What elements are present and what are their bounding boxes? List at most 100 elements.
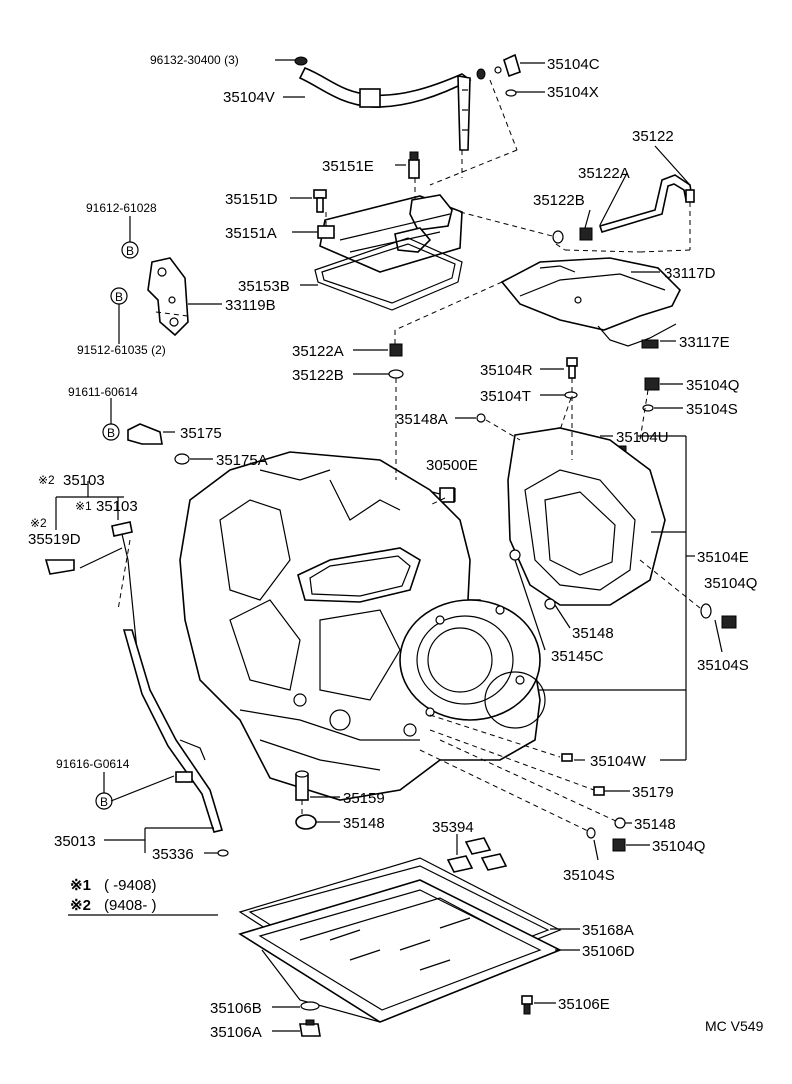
bolt-33117e [641, 339, 659, 349]
label-33117e: 33117E [679, 334, 730, 351]
plug-35179 [593, 786, 605, 796]
label-35104e: 35104E [697, 549, 749, 566]
bolt-mark-b: B [100, 795, 108, 809]
label-35122a-top: 35122A [578, 165, 630, 182]
union-35122a [389, 343, 403, 357]
label-35103-b: 35103 [96, 498, 138, 515]
bracket-33119b [147, 257, 189, 337]
label-30500e: 30500E [426, 457, 478, 474]
label-35336: 35336 [152, 846, 194, 863]
sensor-35175 [127, 423, 163, 445]
plug-35104q-low [612, 838, 626, 852]
label-35104t: 35104T [480, 388, 531, 405]
oring-35104q-side [700, 603, 737, 629]
bolt-b-91512: B [110, 287, 128, 305]
bolt-mark-b: B [115, 290, 123, 304]
label-35104q-a: 35104Q [686, 377, 739, 394]
label-35104x: 35104X [547, 84, 599, 101]
bushing-35148-lower [295, 814, 317, 830]
label-35148a: 35148A [396, 411, 448, 428]
label-35104c: 35104C [547, 56, 600, 73]
label-35153b: 35153B [238, 278, 290, 295]
grommet-35519d [44, 559, 75, 575]
label-91512-61035: 91512-61035 (2) [77, 343, 166, 357]
label-96132-30400: 96132-30400 (3) [150, 53, 239, 67]
transaxle-housing [507, 427, 666, 610]
legend-range-1: ( -9408) [104, 877, 157, 894]
label-33117d: 33117D [664, 265, 716, 282]
label-35394: 35394 [432, 819, 474, 836]
label-91612-61028: 91612-61028 [86, 201, 157, 215]
washer-35106b [300, 1001, 320, 1011]
plug-35104r [566, 357, 578, 379]
legend-mark-1: ※1 [70, 877, 91, 894]
oil-pipe-35122 [598, 174, 695, 233]
transaxle-case [179, 451, 546, 801]
label-35122b: 35122B [292, 367, 344, 384]
label-35148-c: 35148 [634, 816, 676, 833]
bolt-mark-b: B [107, 426, 115, 440]
oring-35104t [564, 391, 578, 399]
bushing-35148-right [614, 817, 626, 829]
bushing-35148a [476, 413, 486, 423]
label-35168a: 35168A [582, 922, 634, 939]
label-35122b-top: 35122B [533, 192, 585, 209]
label-35175a: 35175A [216, 452, 268, 469]
legend-range-2: (9408- ) [104, 897, 157, 914]
label-91611-60614: 91611-60614 [68, 385, 138, 399]
diagram-code: MC V549 [705, 1018, 764, 1034]
legend-mark-2: ※2 [70, 897, 91, 914]
label-mark-star2b: ※2 [30, 516, 47, 530]
pipe-35159 [295, 770, 309, 801]
union-35122a-top [579, 227, 593, 241]
label-mark-star2: ※2 [38, 473, 55, 487]
leader-lines [55, 59, 723, 1032]
label-35104s-c: 35104S [563, 867, 615, 884]
label-33119b: 33119B [225, 297, 276, 314]
gasket-35153b [314, 237, 463, 311]
oring-35122b-top [552, 230, 564, 244]
label-35104r: 35104R [480, 362, 533, 379]
clip-96132 [294, 56, 486, 80]
breather-hose-35104v [298, 66, 472, 151]
label-35106a: 35106A [210, 1024, 262, 1041]
label-35104s-b: 35104S [697, 657, 749, 674]
plug-35104q-top [644, 377, 660, 391]
label-35175: 35175 [180, 425, 222, 442]
label-mark-star1: ※1 [75, 499, 92, 513]
oring-35175a [174, 453, 190, 465]
label-35179: 35179 [632, 784, 674, 801]
label-35106e: 35106E [558, 996, 610, 1013]
bolt-b-91611: B [102, 423, 120, 441]
label-35122a: 35122A [292, 343, 344, 360]
oil-filler-tube-35013 [122, 629, 224, 833]
label-35104s-a: 35104S [686, 401, 738, 418]
bolt-35106e [521, 995, 533, 1015]
legend: ※1 ( -9408) ※2 (9408- ) [68, 877, 218, 916]
oring-35104s-low [586, 827, 596, 839]
oring-35122b [388, 369, 404, 379]
drain-plug-35106a [299, 1019, 321, 1037]
label-35159: 35159 [343, 790, 385, 807]
label-35151d: 35151D [225, 191, 278, 208]
label-35151a: 35151A [225, 225, 277, 242]
solenoid-35151e [408, 151, 420, 179]
label-35106d: 35106D [582, 943, 635, 960]
label-35104w: 35104W [590, 753, 647, 770]
label-35104u: 35104U [616, 429, 669, 446]
label-35013: 35013 [54, 833, 96, 850]
label-35122: 35122 [632, 128, 674, 145]
bolt-b-91612: B [121, 241, 139, 259]
label-35151e: 35151E [322, 158, 374, 175]
oil-pan-35106d [238, 879, 562, 1023]
label-35104q-b: 35104Q [704, 575, 757, 592]
valve-body-cover-35151a [317, 194, 463, 273]
magnets-35394 [446, 837, 508, 873]
label-35148-a: 35148 [572, 625, 614, 642]
label-91616-g0614: 91616-G0614 [56, 757, 130, 771]
label-35104v: 35104V [223, 89, 275, 106]
bolt-b-91616: B [95, 792, 113, 810]
bolt-35151d [313, 189, 327, 213]
vent-plug-35104c [494, 53, 521, 97]
